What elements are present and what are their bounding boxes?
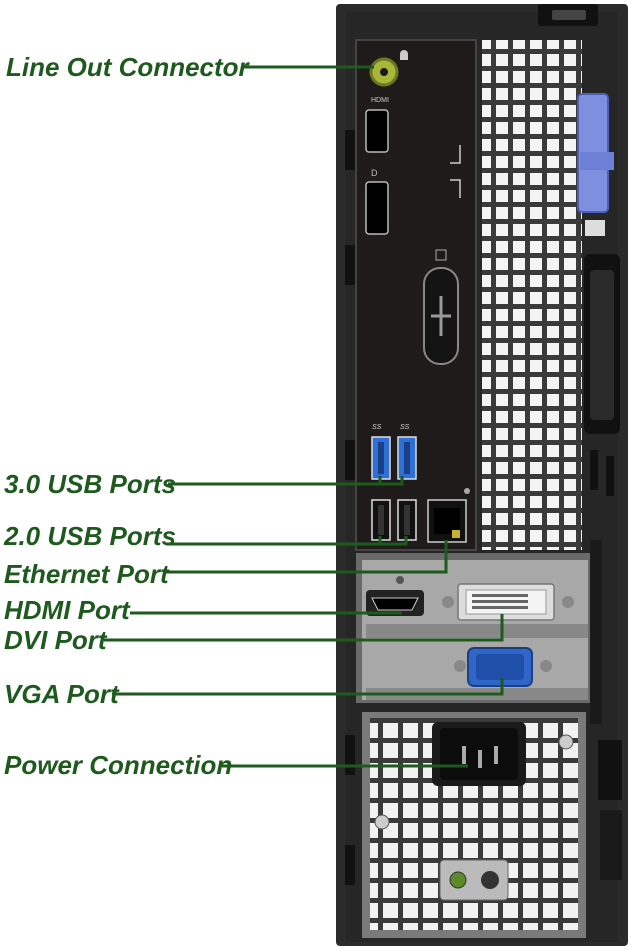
displayport-port: [365, 181, 389, 235]
hdmi-label: HDMI Port: [4, 595, 130, 625]
usb3-marking-1: SS: [372, 424, 382, 431]
usb3-label: 3.0 USB Ports: [4, 469, 176, 499]
hdmi-top-port: [365, 109, 389, 153]
usb2-label: 2.0 USB Ports: [4, 521, 176, 551]
ethernet-leader: [164, 540, 448, 574]
svg-text:D: D: [371, 168, 378, 178]
leader-lines: [104, 65, 504, 768]
usb3-marking-2: SS: [400, 424, 410, 431]
usb2-leader: [166, 536, 408, 546]
dvi-leader: [104, 614, 504, 642]
upper-vent-grille: [482, 40, 582, 550]
ethernet-label: Ethernet Port: [4, 559, 169, 589]
hdmi-marking: HDMI: [371, 97, 389, 104]
vga-label: VGA Port: [4, 679, 119, 709]
power-label: Power Connection: [4, 750, 233, 780]
usb3-leader: [168, 476, 404, 486]
line-out-label: Line Out Connector: [6, 52, 249, 82]
dvi-label: DVI Port: [4, 625, 107, 655]
vga-leader: [112, 678, 504, 696]
psu-test-led: [449, 871, 467, 889]
